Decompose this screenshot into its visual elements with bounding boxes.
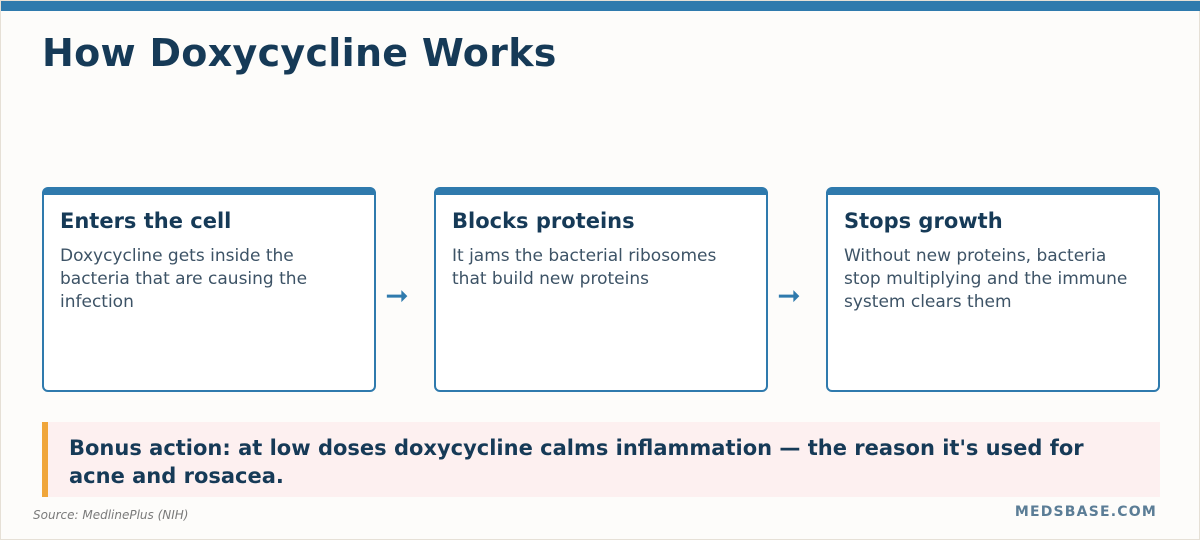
step-card-stops-growth: Stops growth Without new proteins, bacte… [826,187,1160,392]
page-title: How Doxycycline Works [42,31,557,75]
brand-logo-text: MEDSBASE.COM [1014,504,1157,520]
top-accent-bar [1,1,1200,11]
step-description: Without new proteins, bacteria stop mult… [844,246,1128,312]
source-citation: Source: MedlinePlus (NIH) [33,508,189,522]
step-heading: Blocks proteins [452,209,635,233]
step-description: It jams the bacterial ribosomes that bui… [452,246,717,289]
step-heading: Stops growth [844,209,1003,233]
step-description: Doxycycline gets inside the bacteria tha… [60,246,308,312]
arrow-right-icon: ➞ [777,279,801,312]
step-heading: Enters the cell [60,209,232,233]
callout-text: Bonus action: at low doses doxycycline c… [69,436,1084,488]
arrow-right-icon: ➞ [385,279,409,312]
step-card-blocks-proteins: Blocks proteins It jams the bacterial ri… [434,187,768,392]
step-card-enters-cell: Enters the cell Doxycycline gets inside … [42,187,376,392]
bonus-callout: Bonus action: at low doses doxycycline c… [42,422,1160,497]
